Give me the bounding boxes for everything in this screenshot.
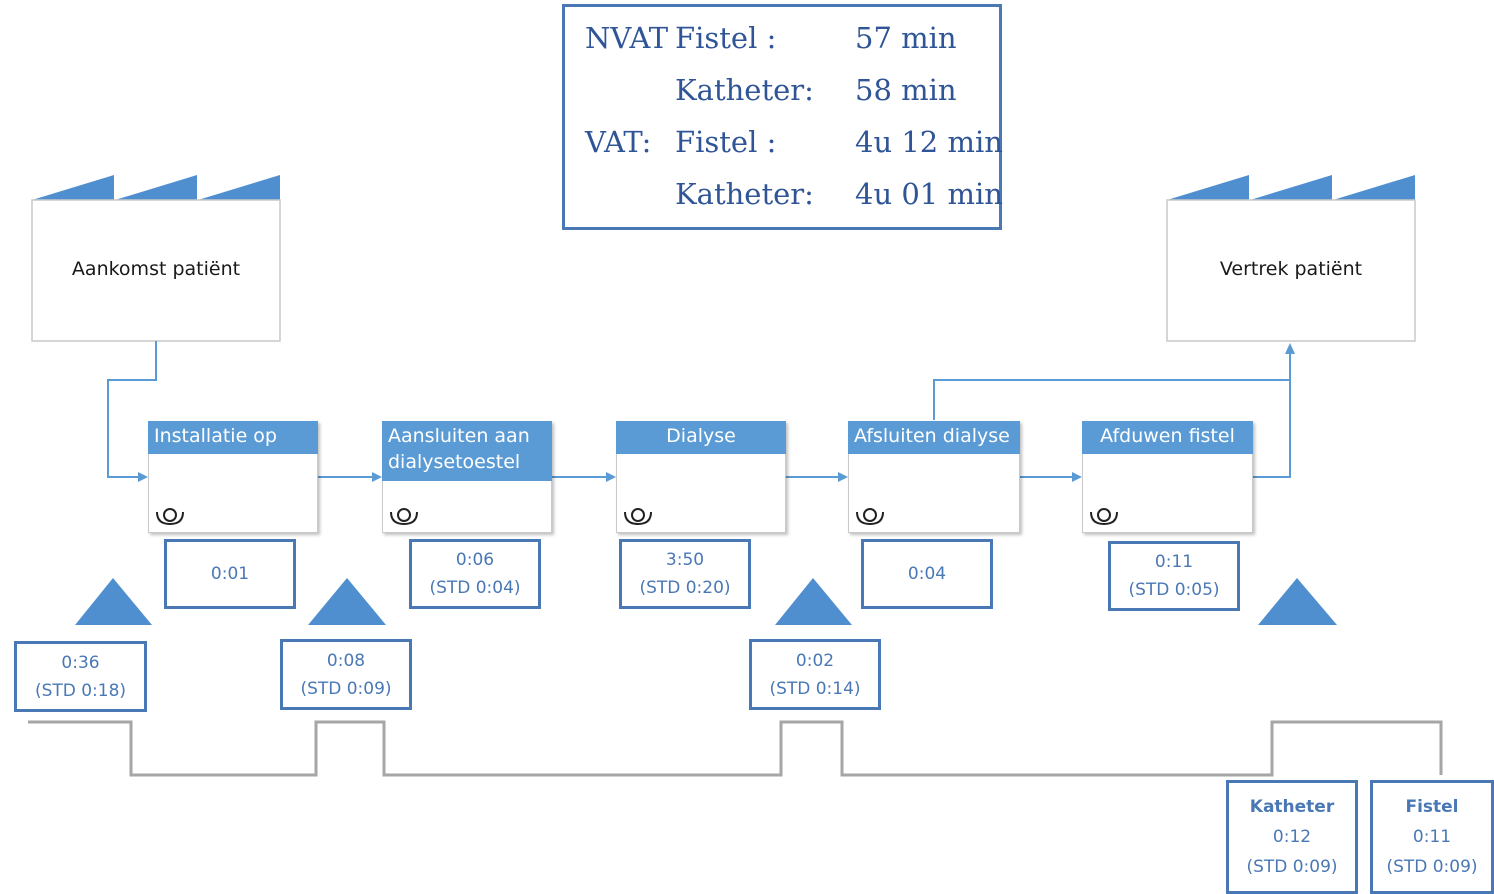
summary-row3-group: VAT: [585,125,652,159]
process-title-aansluiten: Aansluiten aan dialysetoestel [382,421,552,481]
operator-icon [1090,508,1118,526]
factory-box-arrival [31,199,281,342]
operator-icon [856,508,884,526]
final-katheter-std: (STD 0:09) [1246,857,1338,877]
inventory-triangle-1 [75,578,152,625]
final-time-fistel: Fistel 0:11 (STD 0:09) [1370,780,1494,894]
summary-row1-type: Fistel : [675,21,777,55]
wait-time-3: 0:02 (STD 0:14) [749,639,881,710]
process-title-dialyse: Dialyse [616,421,786,454]
final-fistel-std: (STD 0:09) [1386,857,1478,877]
summary-row1-value: 57 min [855,21,957,55]
summary-row4-type: Katheter: [675,177,814,211]
inventory-triangles [75,578,1337,625]
final-time-katheter: Katheter 0:12 (STD 0:09) [1226,780,1358,894]
final-katheter-title: Katheter [1249,797,1335,817]
process-time-aansluiten: 0:06 (STD 0:04) [409,539,541,609]
factory-roof-arrival [32,175,280,200]
process-title-afsluiten: Afsluiten dialyse [848,421,1020,454]
summary-row2-value: 58 min [855,73,957,107]
timeline-ladder [28,720,1443,777]
process-time-afsluiten-value: 0:04 [907,564,947,584]
wait-time-3-value: 0:02 [795,650,835,671]
inventory-triangle-2 [308,578,386,625]
process-title-aansluiten-line2: dialysetoestel [388,451,521,473]
final-fistel-title: Fistel [1405,797,1459,817]
process-time-afduwen-value: 0:11 [1154,552,1194,572]
factory-box-departure [1166,199,1416,342]
process-title-afduwen: Afduwen fistel [1082,421,1253,454]
wait-time-1: 0:36 (STD 0:18) [14,641,147,712]
operator-icon [624,508,652,526]
process-time-aansluiten-std: (STD 0:04) [429,578,521,598]
operator-icon [390,508,418,526]
process-time-afsluiten: 0:04 [861,539,993,609]
lead-time-summary: NVAT Fistel : 57 min Katheter: 58 min VA… [562,4,1003,230]
process-time-installatie-value: 0:01 [210,564,250,584]
arrival-label: Aankomst patiënt [71,258,241,280]
summary-row3-type: Fistel : [675,125,777,159]
process-time-dialyse-value: 3:50 [665,550,705,570]
inventory-triangle-3 [775,578,852,625]
process-title-installatie: Installatie op bed [148,421,318,473]
summary-row3-value: 4u 12 min [855,125,1003,159]
arrowheads [138,343,1295,482]
wait-time-2-std: (STD 0:09) [300,678,392,699]
factory-roof-departure [1167,175,1415,200]
summary-row1-group: NVAT [585,21,669,55]
final-fistel-time: 0:11 [1412,827,1452,847]
summary-row2-type: Katheter: [675,73,814,107]
process-title-aansluiten-line1: Aansluiten aan [388,425,530,447]
process-time-installatie: 0:01 [164,539,296,609]
process-time-dialyse: 3:50 (STD 0:20) [619,539,751,609]
departure-label: Vertrek patiënt [1219,258,1363,280]
process-time-afduwen-std: (STD 0:05) [1128,580,1220,600]
final-katheter-time: 0:12 [1272,827,1312,847]
wait-time-2-value: 0:08 [326,650,366,671]
process-time-afduwen: 0:11 (STD 0:05) [1108,541,1240,611]
wait-time-1-std: (STD 0:18) [34,680,127,701]
flow-arrows [107,341,1291,478]
wait-time-3-std: (STD 0:14) [769,678,861,699]
process-time-dialyse-std: (STD 0:20) [639,578,731,598]
summary-row4-value: 4u 01 min [855,177,1003,211]
inventory-triangle-4 [1258,578,1337,625]
process-time-aansluiten-value: 0:06 [455,550,495,570]
wait-time-2: 0:08 (STD 0:09) [280,639,412,710]
wait-time-1-value: 0:36 [61,652,100,673]
operator-icon [156,508,184,526]
